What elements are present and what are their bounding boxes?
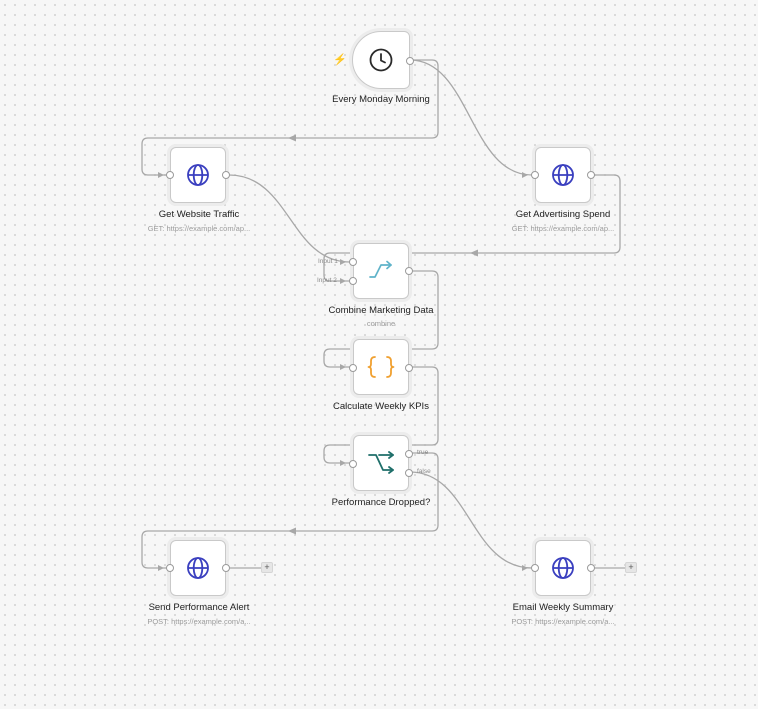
add-node-button[interactable]: + (261, 562, 273, 573)
node-combine-marketing-data[interactable] (349, 243, 413, 299)
merge-icon (369, 260, 392, 278)
node-label: Combine Marketing Data (328, 305, 434, 316)
node-label: Email Weekly Summary (512, 602, 614, 613)
node-email-weekly-summary[interactable] (531, 540, 595, 596)
output-port[interactable] (405, 364, 413, 372)
node-subtitle: combine (366, 319, 396, 328)
add-node-button[interactable]: + (625, 562, 637, 573)
clock-icon (369, 48, 393, 72)
branch-icon (368, 451, 394, 474)
output-port[interactable] (587, 564, 595, 572)
input-port[interactable] (531, 564, 539, 572)
globe-icon (187, 557, 209, 579)
node-label: Calculate Weekly KPIs (333, 401, 429, 412)
input-port[interactable] (166, 171, 174, 179)
node-subtitle: POST: https://example.com/a... (511, 617, 615, 626)
node-label: Get Advertising Spend (515, 209, 611, 220)
node-calculate-weekly-kpis[interactable] (349, 339, 413, 395)
edge-if-email (409, 471, 533, 569)
node-subtitle: GET: https://example.com/ap... (511, 224, 615, 233)
node-label: Get Website Traffic (158, 209, 240, 220)
node-send-performance-alert[interactable] (166, 540, 230, 596)
false-branch-label: false (417, 468, 431, 475)
true-branch-label: true (417, 449, 429, 456)
node-performance-dropped[interactable] (349, 435, 413, 491)
node-label: Every Monday Morning (332, 94, 430, 105)
input-2-port[interactable] (349, 277, 357, 285)
trigger-bolt-icon: ⚡ (333, 54, 347, 66)
input-port[interactable] (349, 460, 357, 468)
globe-icon (552, 557, 574, 579)
node-subtitle: GET: https://example.com/ap... (147, 224, 251, 233)
node-subtitle: POST: https://example.com/a... (147, 617, 251, 626)
node-label: Performance Dropped? (331, 497, 431, 508)
output-port[interactable] (222, 564, 230, 572)
input-1-port[interactable] (349, 258, 357, 266)
input-1-label: Input 1 (318, 258, 338, 265)
node-get-advertising-spend[interactable] (531, 147, 595, 203)
output-port[interactable] (222, 171, 230, 179)
output-port[interactable] (405, 267, 413, 275)
output-port[interactable] (587, 171, 595, 179)
output-false-port[interactable] (405, 469, 413, 477)
globe-icon (187, 164, 209, 186)
output-true-port[interactable] (405, 450, 413, 458)
input-port[interactable] (349, 364, 357, 372)
edge-trigger-adspend (409, 59, 533, 176)
input-2-label: Input 2 (317, 277, 337, 284)
node-label: Send Performance Alert (148, 602, 250, 613)
node-get-website-traffic[interactable] (166, 147, 230, 203)
output-port[interactable] (406, 57, 414, 65)
node-every-monday-morning[interactable] (352, 31, 414, 89)
input-port[interactable] (166, 564, 174, 572)
code-braces-icon (367, 356, 395, 378)
globe-icon (552, 164, 574, 186)
input-port[interactable] (531, 171, 539, 179)
